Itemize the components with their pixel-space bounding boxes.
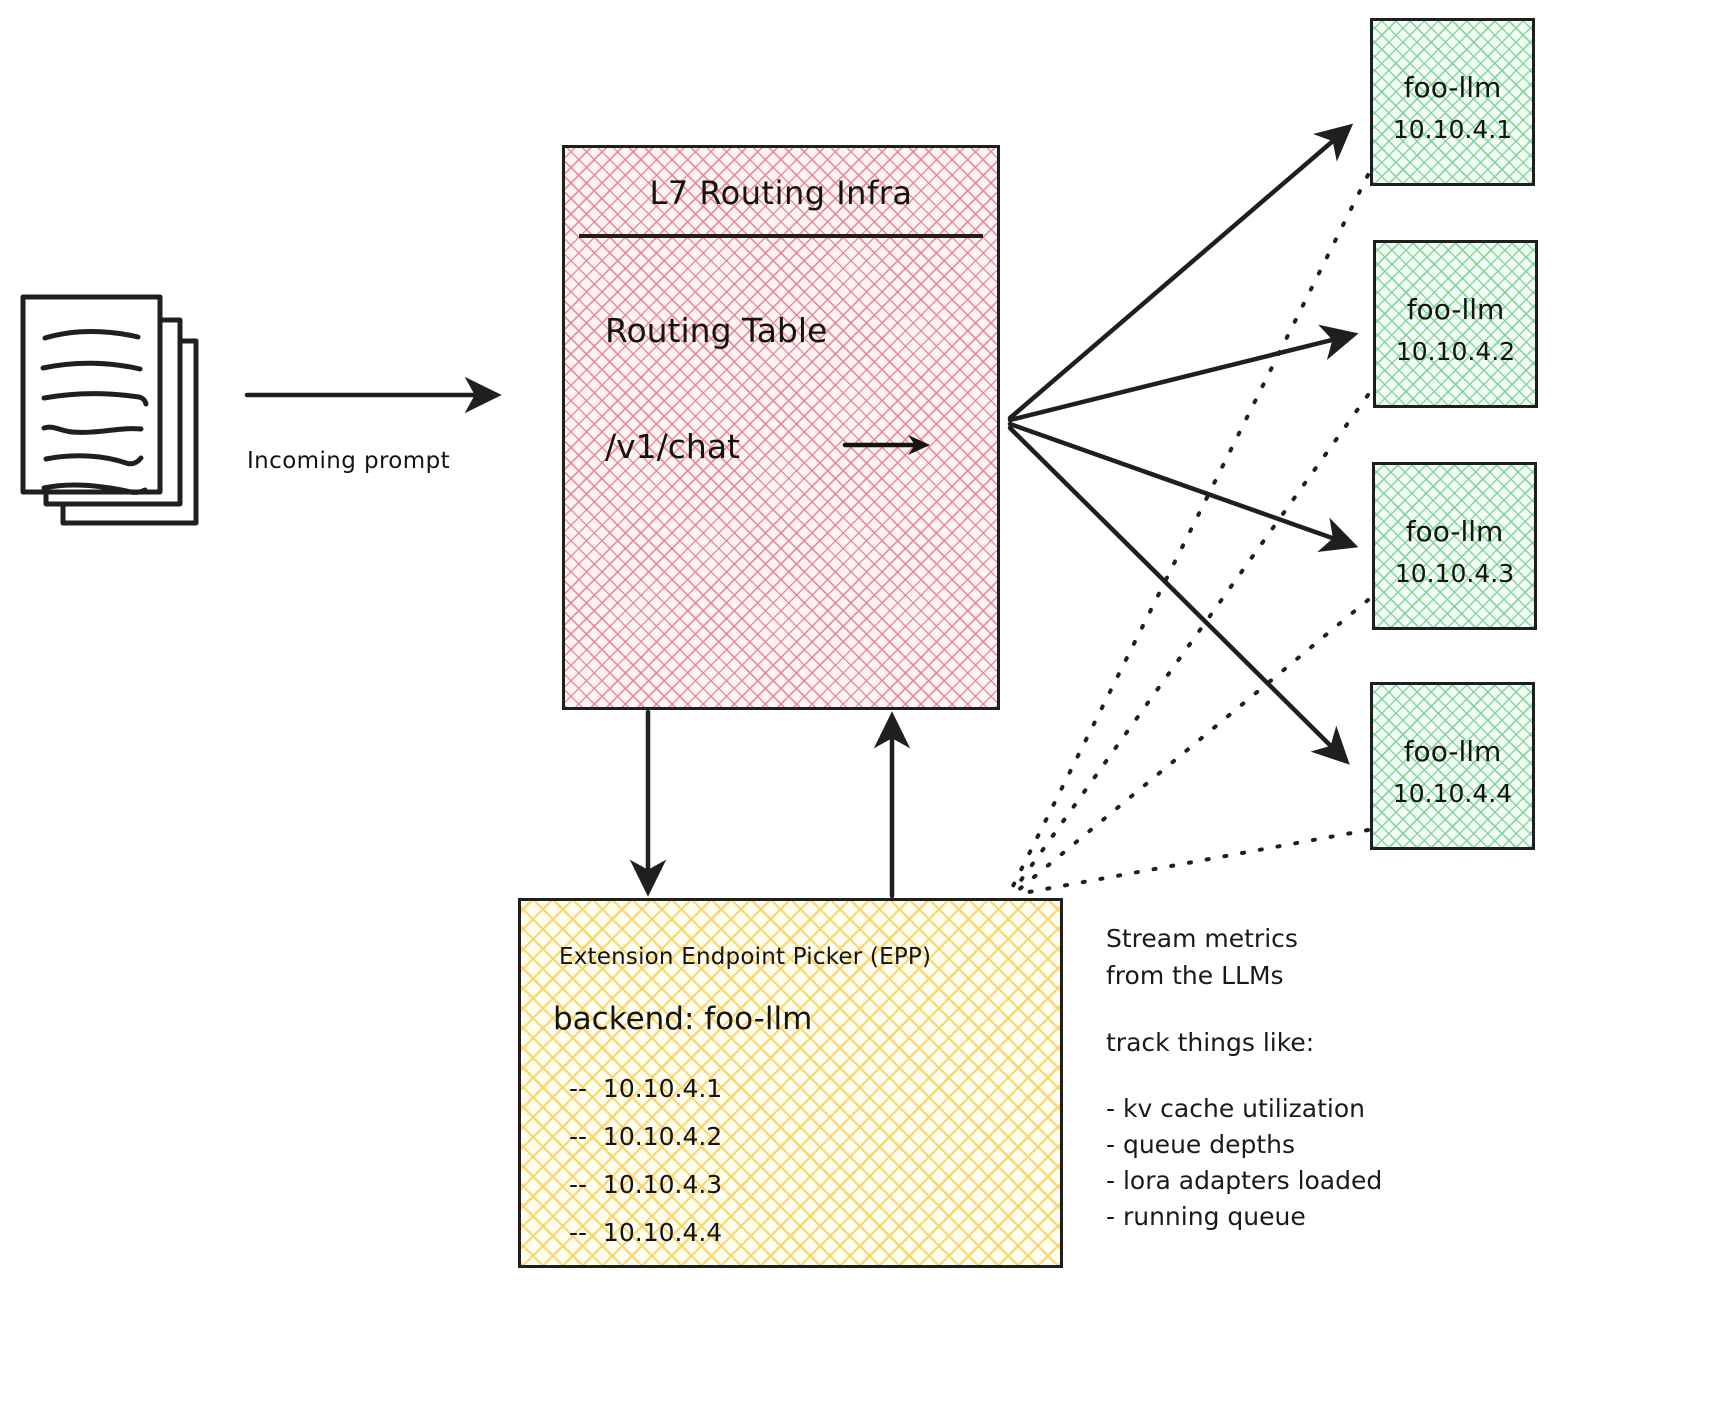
metrics-notes: Stream metrics from the LLMs track thing… — [1106, 920, 1526, 1235]
document-stack-icon — [20, 294, 199, 526]
routing-table-label: Routing Table — [605, 311, 828, 350]
epp-endpoint-row: -- 10.10.4.2 — [569, 1122, 723, 1151]
route-path-text: /v1/chat — [605, 427, 740, 466]
notes-bullet: - lora adapters loaded — [1106, 1166, 1383, 1195]
notes-bullet: - kv cache utilization — [1106, 1094, 1365, 1123]
l7-title-divider — [579, 234, 983, 238]
l7-routing-infra-title: L7 Routing Infra — [649, 174, 913, 212]
backend-box-4: foo-llm 10.10.4.4 — [1370, 682, 1535, 850]
routing-table-entry: /v1/chat — [605, 388, 934, 505]
backend-ip: 10.10.4.4 — [1392, 779, 1513, 808]
backend-ip: 10.10.4.1 — [1392, 115, 1513, 144]
notes-subheading: track things like: — [1106, 1028, 1315, 1057]
notes-bullet: - queue depths — [1106, 1130, 1296, 1159]
backend-name: foo-llm — [1403, 71, 1502, 104]
notes-heading-line-1: Stream metrics — [1106, 924, 1298, 953]
epp-endpoint-row: -- 10.10.4.4 — [569, 1218, 723, 1247]
l7-routing-infra-box: L7 Routing Infra Routing Table /v1/chat — [562, 145, 1000, 710]
backend-ip: 10.10.4.2 — [1395, 337, 1516, 366]
backend-name: foo-llm — [1403, 735, 1502, 768]
document-text-lines — [40, 329, 149, 495]
backend-name: foo-llm — [1406, 293, 1505, 326]
notes-spacer — [1106, 994, 1526, 1024]
extension-endpoint-picker-box: Extension Endpoint Picker (EPP) backend:… — [518, 898, 1063, 1268]
backend-ip: 10.10.4.3 — [1394, 559, 1515, 588]
routing-fanout-arrows — [1007, 123, 1359, 765]
backend-name: foo-llm — [1405, 515, 1504, 548]
backend-box-2: foo-llm 10.10.4.2 — [1373, 240, 1538, 408]
notes-bullet: - running queue — [1106, 1202, 1306, 1231]
notes-spacer — [1106, 1061, 1526, 1091]
backend-box-3: foo-llm 10.10.4.3 — [1372, 462, 1537, 630]
epp-backend-label: backend: foo-llm — [553, 1001, 813, 1037]
epp-endpoint-row: -- 10.10.4.3 — [569, 1170, 723, 1199]
metric-stream-dotted-lines — [1010, 173, 1370, 896]
epp-title: Extension Endpoint Picker (EPP) — [559, 944, 932, 970]
incoming-prompt-label: Incoming prompt — [247, 448, 451, 474]
epp-endpoint-row: -- 10.10.4.1 — [569, 1074, 723, 1103]
notes-heading-line-2: from the LLMs — [1106, 961, 1284, 990]
backend-box-1: foo-llm 10.10.4.1 — [1370, 18, 1535, 186]
arrow-right-icon — [758, 388, 934, 505]
